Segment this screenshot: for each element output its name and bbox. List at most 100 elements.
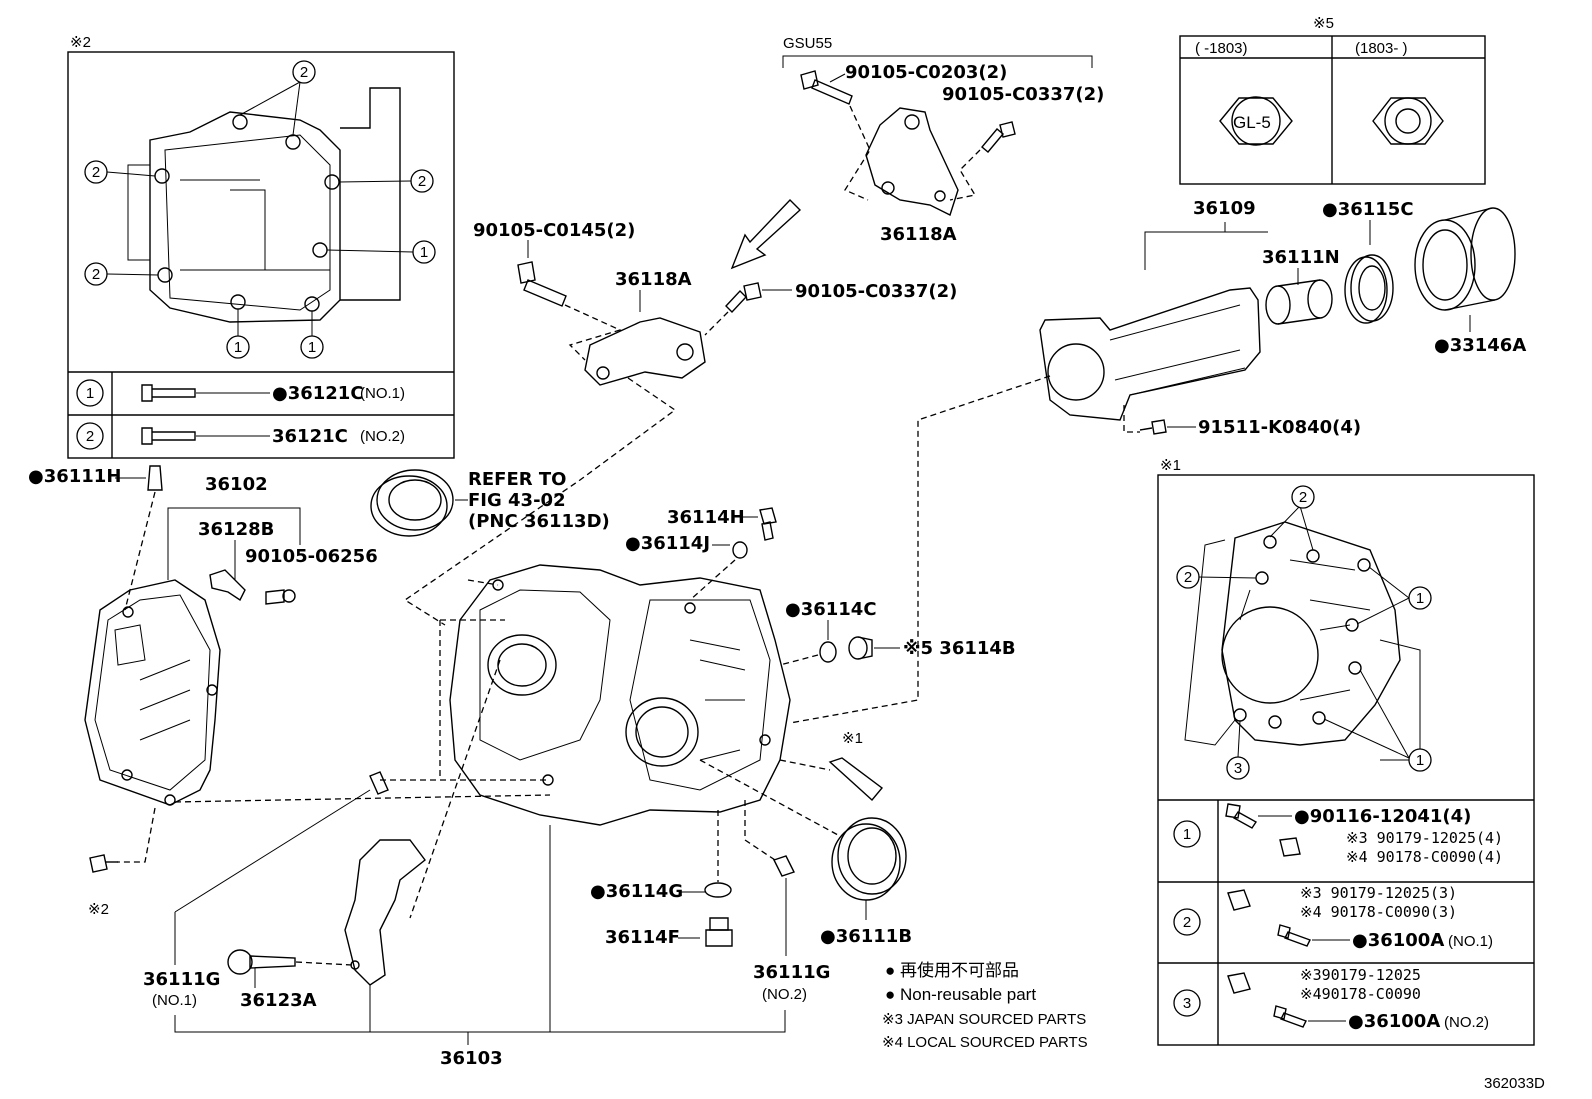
washer-36114C: [819, 641, 837, 663]
label-36103: 36103: [440, 1048, 503, 1069]
plug-hex: [1372, 97, 1444, 145]
rear-cover-36102: [84, 579, 221, 806]
label-36109: 36109: [1193, 198, 1256, 219]
transfer-case-36103: [449, 564, 791, 826]
label-90105-C0145: 90105-C0145(2): [473, 220, 635, 241]
label-90105-C0337-b: 90105-C0337(2): [795, 281, 957, 302]
legend-line-4: ※4 LOCAL SOURCED PARTS: [882, 1034, 1088, 1051]
svg-text:2: 2: [86, 428, 94, 445]
pin-36111G-2: [773, 855, 795, 877]
bushing-36111N: [1265, 279, 1333, 325]
label-36118A-top: 36118A: [880, 224, 957, 245]
svg-text:2: 2: [1183, 914, 1191, 931]
svg-text:※490178-C0090: ※490178-C0090: [1300, 985, 1421, 1003]
svg-text:1: 1: [86, 385, 94, 402]
svg-text:※4 90178-C0090(3): ※4 90178-C0090(3): [1300, 903, 1457, 921]
cover-33146A: [1414, 207, 1516, 311]
bolt-90105-C0203: [800, 70, 853, 105]
breather-36111H: [147, 465, 163, 491]
svg-text:2: 2: [1299, 489, 1307, 506]
svg-text:2: 2: [300, 64, 308, 81]
note-x1-right: ※1: [1160, 457, 1181, 474]
svg-text:1: 1: [1183, 826, 1191, 843]
svg-text:2: 2: [418, 173, 426, 190]
note-x1-stud: ※1: [842, 730, 863, 747]
legend-line-1: ● 再使用不可部品: [885, 960, 1019, 980]
svg-text:GL-5: GL-5: [1233, 113, 1271, 132]
svg-text:2: 2: [92, 164, 100, 181]
bolt-90105-06256: [265, 589, 296, 605]
svg-text:36121C: 36121C: [272, 426, 348, 447]
label-36111G-2-no: (NO.2): [762, 986, 807, 1003]
label-36102: 36102: [205, 474, 268, 495]
box-x2-row-2: 2 36121C (NO.2): [76, 422, 405, 450]
plug-36114B: [848, 636, 873, 660]
legend: ● 再使用不可部品 ● Non-reusable part ※3 JAPAN S…: [882, 960, 1088, 1051]
refer-line-3: (PNC 36113D): [468, 511, 610, 532]
box-x2-row-1: 1 ●36121C (NO.1): [76, 379, 405, 407]
label-36114C: ●36114C: [785, 599, 877, 620]
label-36123A: 36123A: [240, 990, 317, 1011]
label-91511-K0840: 91511-K0840(4): [1198, 417, 1361, 438]
label-36115C: ●36115C: [1322, 199, 1414, 220]
bolt-90105-C0145: [517, 261, 567, 307]
svg-text:1: 1: [234, 339, 242, 356]
washer-36114J: [732, 541, 748, 559]
box-x1-row-2: 2 ※3 90179-12025(3) ※4 90178-C0090(3) ●3…: [1173, 884, 1493, 951]
bolt-36123A: [227, 949, 296, 975]
label-36114B: ※5 36114B: [903, 638, 1016, 659]
label-33146A: ●33146A: [1434, 335, 1526, 356]
case-flange-illustration: [1184, 521, 1421, 761]
label-36111H: ●36111H: [28, 466, 121, 487]
svg-text:●36100A: ●36100A: [1348, 1011, 1440, 1032]
plug-36114F: [705, 917, 733, 947]
label-gsu55: GSU55: [783, 35, 832, 52]
label-90105-C0337-a: 90105-C0337(2): [942, 84, 1104, 105]
direction-arrow: [730, 198, 802, 270]
svg-text:※3 90179-12025(3): ※3 90179-12025(3): [1300, 884, 1457, 902]
note-x2-top: ※2: [70, 34, 91, 51]
seal-36111B: [831, 817, 907, 901]
refer-line-2: FIG 43-02: [468, 490, 566, 511]
label-36111G-1-no: (NO.1): [152, 992, 197, 1009]
gasket-36114G: [704, 882, 732, 898]
svg-text:(NO.2): (NO.2): [360, 428, 405, 445]
note-x2-bottom: ※2: [88, 901, 109, 918]
bracket-36118A-top: [865, 107, 959, 216]
legend-line-3: ※3 JAPAN SOURCED PARTS: [882, 1011, 1086, 1028]
label-36118A-mid: 36118A: [615, 269, 692, 290]
extension-housing-36109: [1039, 287, 1261, 421]
label-36111N: 36111N: [1262, 247, 1340, 268]
diff-cover-illustration: [127, 87, 401, 323]
svg-text:●36121C: ●36121C: [272, 383, 364, 404]
svg-text:(NO.2): (NO.2): [1444, 1014, 1489, 1031]
svg-text:1: 1: [1416, 590, 1424, 607]
stud-x1: [828, 757, 884, 802]
svg-text:3: 3: [1234, 760, 1242, 777]
label-36128B: 36128B: [198, 519, 274, 540]
box-x1-row-3: 3 ※390179-12025 ※490178-C0090 ●36100A (N…: [1173, 966, 1489, 1032]
svg-text:(NO.1): (NO.1): [360, 385, 405, 402]
svg-text:●36100A: ●36100A: [1352, 930, 1444, 951]
svg-text:2: 2: [1184, 569, 1192, 586]
label-36111G-2: 36111G: [753, 962, 830, 983]
plug-36114H: [759, 507, 777, 541]
svg-text:※390179-12025: ※390179-12025: [1300, 966, 1421, 984]
pin-36111G-1: [369, 771, 389, 795]
label-36114G: ●36114G: [590, 881, 683, 902]
svg-text:1: 1: [1416, 752, 1424, 769]
bolt-90105-C0337-top: [981, 121, 1016, 153]
figure-id: 362033D: [1484, 1075, 1545, 1092]
seal-refer: [370, 469, 454, 537]
label-36111G-1: 36111G: [143, 969, 220, 990]
label-36114H: 36114H: [667, 507, 745, 528]
box-x2-callouts: 2 2 2 1 2 1 1: [84, 60, 436, 359]
svg-text:※4 90178-C0090(4): ※4 90178-C0090(4): [1346, 848, 1503, 866]
box-x2: [67, 51, 455, 459]
bolt-bottom-left: [89, 854, 118, 873]
svg-text:3: 3: [1183, 995, 1191, 1012]
x5-col-header-2: (1803- ): [1355, 40, 1408, 57]
bolt-90105-C0337-mid: [725, 282, 762, 314]
legend-line-2: ● Non-reusable part: [885, 985, 1036, 1004]
